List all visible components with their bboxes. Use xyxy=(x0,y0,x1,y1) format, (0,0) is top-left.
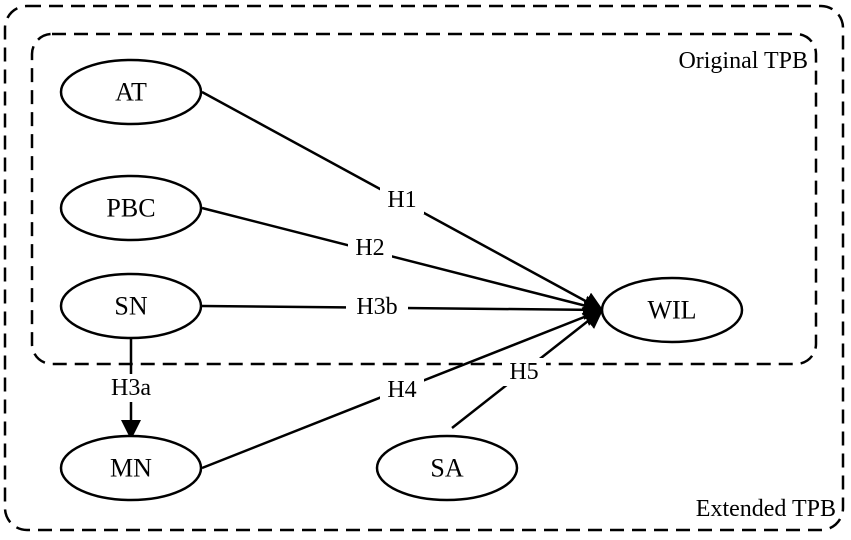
edge-label-h1: H1 xyxy=(387,187,416,213)
node-pbc-label: PBC xyxy=(106,194,155,223)
edge-label-h2: H2 xyxy=(355,235,384,261)
extended-tpb-boundary xyxy=(3,4,845,532)
node-sn: SN xyxy=(59,272,203,340)
node-sa-label: SA xyxy=(430,454,463,483)
edge-pbc-wil xyxy=(201,206,604,316)
extended-tpb-label: Extended TPB xyxy=(696,496,836,522)
edge-label-h4-group: H4 xyxy=(380,376,424,404)
edge-label-h3a: H3a xyxy=(111,375,151,401)
edge-label-h1-group: H1 xyxy=(380,186,424,214)
edge-label-h3a-group: H3a xyxy=(102,374,160,402)
edge-label-h5-group: H5 xyxy=(502,358,546,386)
edge-label-h2-group: H2 xyxy=(348,234,392,262)
node-pbc: PBC xyxy=(59,174,203,242)
edge-label-h3b: H3b xyxy=(356,294,397,320)
node-wil: WIL xyxy=(600,276,744,344)
node-at-label: AT xyxy=(115,78,147,107)
node-mn: MN xyxy=(59,434,203,502)
node-at: AT xyxy=(59,58,203,126)
node-sn-label: SN xyxy=(114,292,147,321)
node-mn-label: MN xyxy=(110,454,152,483)
node-wil-label: WIL xyxy=(647,296,696,325)
edge-label-h5: H5 xyxy=(509,359,538,385)
original-tpb-label: Original TPB xyxy=(678,48,808,74)
edge-label-h3b-group: H3b xyxy=(346,293,408,321)
node-sa: SA xyxy=(375,434,519,502)
edge-label-h4: H4 xyxy=(387,377,416,403)
